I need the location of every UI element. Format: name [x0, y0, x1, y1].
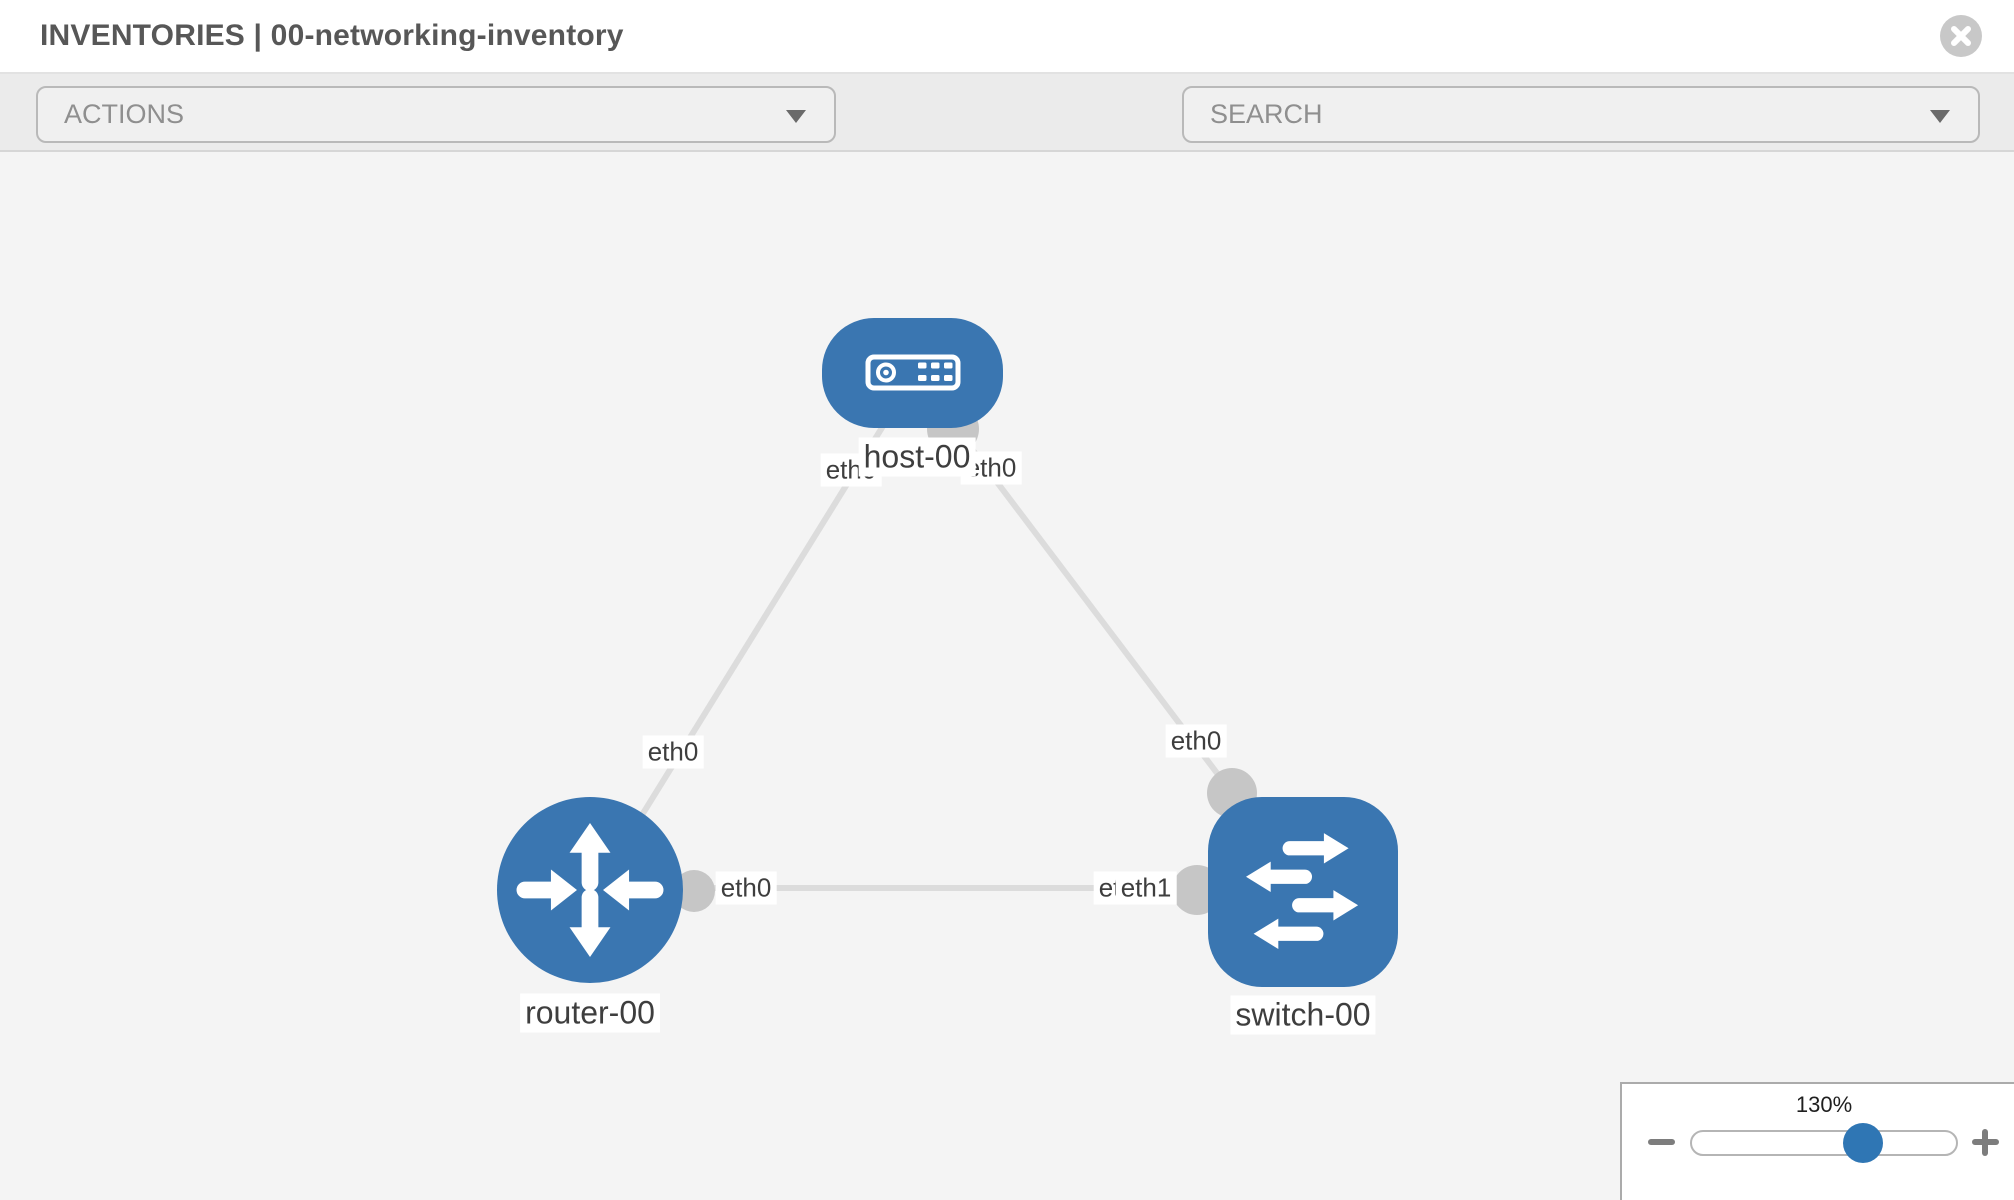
zoom-level-value: 130% [1795, 1092, 1853, 1117]
interface-label-host-router-mid: eth0 [642, 735, 704, 769]
zoom-out-button[interactable] [1648, 1139, 1675, 1145]
actions-dropdown[interactable]: ACTIONS [36, 86, 836, 143]
chevron-down-icon [1930, 110, 1950, 123]
node-host-00[interactable] [822, 318, 1003, 428]
search-dropdown[interactable]: SEARCH [1182, 86, 1980, 143]
node-label-router: router-00 [520, 993, 660, 1033]
header: INVENTORIES | 00-networking-inventory [0, 0, 2014, 74]
interface-label-switch-top: eth0 [1165, 724, 1227, 758]
topology-canvas[interactable]: host-00 router-00 switch-00 eth0 eth0 et… [0, 152, 2014, 1200]
close-button[interactable] [1940, 15, 1982, 57]
node-switch-00[interactable] [1208, 797, 1398, 987]
interface-label-switch-side-front: eth1 [1115, 871, 1177, 905]
node-router-00[interactable] [497, 797, 683, 983]
interface-label-router-side: eth0 [715, 871, 777, 905]
chevron-down-icon [786, 110, 806, 123]
node-label-switch: switch-00 [1230, 995, 1376, 1035]
topology-links [590, 416, 1250, 891]
zoom-in-button[interactable] [1972, 1129, 1999, 1156]
actions-dropdown-label: ACTIONS [64, 99, 185, 129]
zoom-slider-thumb[interactable] [1843, 1123, 1883, 1163]
node-label-host: host-00 [858, 437, 976, 477]
zoom-slider-track[interactable] [1690, 1130, 1958, 1156]
toolbar: ACTIONS SEARCH [0, 74, 2014, 152]
page-title: INVENTORIES | 00-networking-inventory [40, 19, 624, 52]
search-dropdown-placeholder: SEARCH [1210, 99, 1323, 129]
zoom-control-panel: 130% [1620, 1082, 2014, 1200]
